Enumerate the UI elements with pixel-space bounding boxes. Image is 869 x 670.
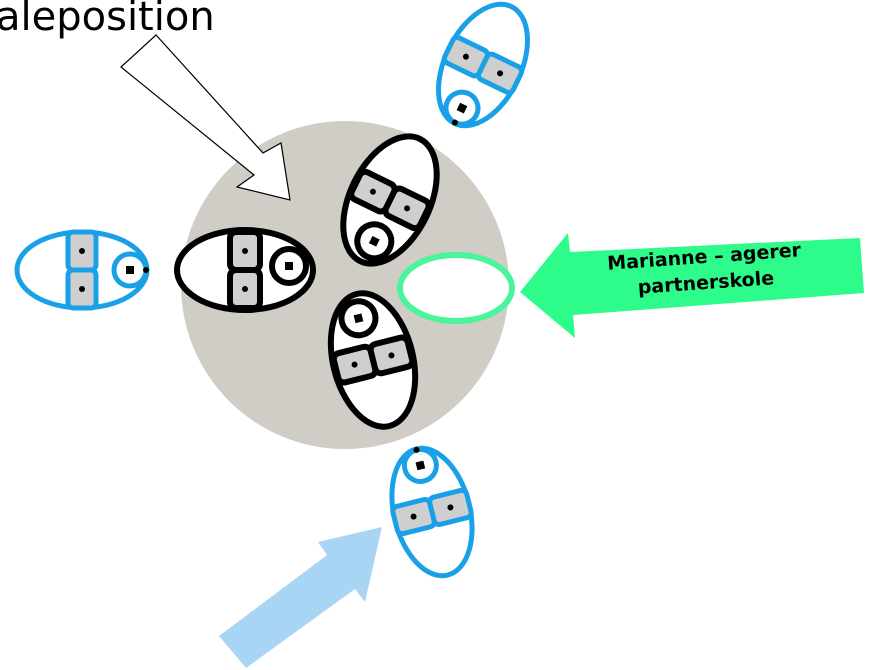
heading-text: aleposition bbox=[0, 0, 215, 40]
light-blue-arrow bbox=[219, 527, 382, 668]
person-black-left bbox=[177, 230, 313, 310]
person-blue-bottom bbox=[379, 438, 485, 584]
empty-seat-ring bbox=[397, 252, 515, 324]
green-arrow bbox=[520, 233, 864, 338]
pointer-arrow bbox=[120, 34, 291, 201]
person-blue-left bbox=[17, 232, 149, 308]
person-blue-top bbox=[419, 0, 545, 142]
